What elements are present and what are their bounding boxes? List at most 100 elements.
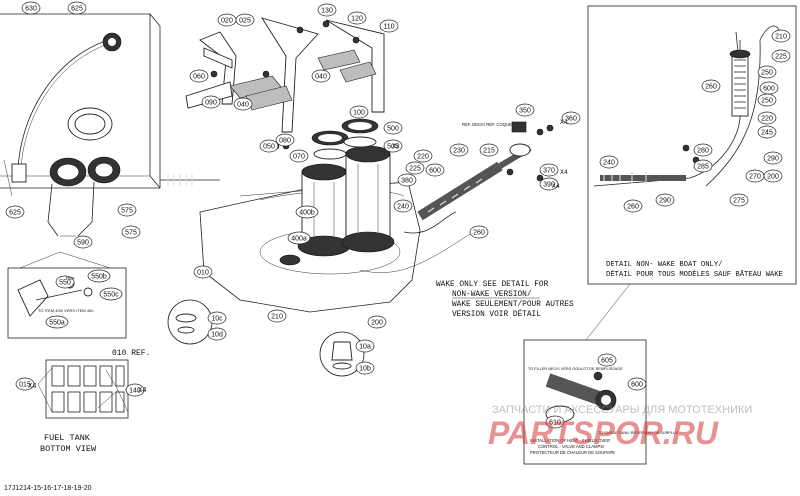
callout-090: 090 (201, 95, 221, 109)
callout-number: 225 (775, 53, 787, 60)
install-heat-line2: CONTROL - VALVE AND CLAMPS/ (538, 444, 605, 449)
callout-200: 200 (367, 315, 387, 329)
callout-number: 600 (429, 167, 441, 174)
callout-bubble (379, 19, 399, 33)
callout-number: 500 (387, 125, 399, 132)
callout-number: 605 (601, 357, 613, 364)
callout-240: 240 (599, 155, 619, 169)
callout-bubble (597, 353, 617, 367)
callout-number: 120 (351, 15, 363, 22)
callout-bubble (15, 377, 35, 391)
callout-350: 350 (515, 103, 535, 117)
callout-number: 240 (397, 203, 409, 210)
callout-505: 505 (383, 139, 403, 153)
callout-number: 240 (603, 159, 615, 166)
callout-bubble (539, 177, 559, 191)
callout-10c: 10c (207, 311, 227, 325)
to-surge-label: TO SURGE TANK/ RÉSERVOIR DE SURPLUS (598, 430, 679, 435)
callout-bubble (5, 205, 25, 219)
callout-575: 575 (121, 225, 141, 239)
detail-nonwake-box (587, 5, 797, 285)
callout-bubble (73, 235, 93, 249)
x4-label-390: X4 (552, 183, 560, 190)
callout-230: 230 (449, 143, 469, 157)
callout-number: 550a (49, 319, 65, 326)
callout-number: 270 (749, 173, 761, 180)
callout-080: 080 (275, 133, 295, 147)
callout-600: 600 (627, 377, 647, 391)
callout-bubble (67, 1, 87, 15)
callout-number: 10b (359, 365, 371, 372)
callout-bubble (383, 121, 403, 135)
callout-110: 110 (379, 19, 399, 33)
callout-250: 250 (757, 93, 777, 107)
callout-number: 360 (565, 115, 577, 122)
x4-label-140: X4 (138, 387, 146, 395)
callout-290: 290 (763, 151, 783, 165)
callout-630: 630 (21, 1, 41, 15)
callout-number: 625 (71, 5, 83, 12)
callout-number: 380 (401, 177, 413, 184)
callout-bubble (469, 225, 489, 239)
callout-550b: 550b (87, 269, 111, 283)
callout-610: 610 (545, 415, 565, 429)
callout-400b: 400b (295, 205, 319, 219)
callout-bubble (367, 315, 387, 329)
callout-number: 590 (77, 239, 89, 246)
callout-number: 245 (761, 129, 773, 136)
callout-390: 390 (539, 177, 559, 191)
callout-550: 550 (55, 275, 75, 289)
callout-625: 625 (67, 1, 87, 15)
callout-number: 10a (359, 343, 371, 350)
callout-225: 225 (405, 161, 425, 175)
callout-bubble (235, 13, 255, 27)
callout-number: 575 (121, 207, 133, 214)
callout-bubble (449, 143, 469, 157)
install-heat-line3: PROTECTEUR DE CHALEUR DE SOUPAPE (530, 450, 615, 455)
callout-bubble (201, 95, 221, 109)
callout-number: 10c (211, 315, 223, 322)
callout-040: 040 (311, 69, 331, 83)
callout-bubble (393, 199, 413, 213)
callout-bubble (189, 69, 209, 83)
callout-bubble (355, 339, 375, 353)
callout-number: 210 (775, 33, 787, 40)
callout-number: 220 (417, 153, 429, 160)
callout-number: 230 (453, 147, 465, 154)
detail-nonwake-line2: DÉTAIL POUR TOUS MODÈLES SAUF BÂTEAU WAK… (606, 270, 783, 279)
callout-bubble (311, 69, 331, 83)
fuel-tank-label: FUEL TANK (44, 433, 91, 443)
callout-010: 010 (193, 265, 213, 279)
callout-290: 290 (655, 193, 675, 207)
callout-number: 040 (315, 73, 327, 80)
callout-bubble (233, 97, 253, 111)
callout-number: 225 (409, 165, 421, 172)
callout-number: 130 (321, 7, 333, 14)
callout-bubble (405, 161, 425, 175)
callout-bubble (771, 29, 791, 43)
callout-number: 215 (483, 147, 495, 154)
ref-550-label: REF (66, 276, 75, 281)
callout-number: 050 (263, 143, 275, 150)
callout-bubble (289, 149, 309, 163)
callout-bubble (545, 415, 565, 429)
callout-bubble (207, 311, 227, 325)
labels: 010 REF. X4 X4 X4 X4 X4 X2 FUEL TANK BOT… (4, 119, 783, 492)
callout-215: 215 (479, 143, 499, 157)
callout-bubble (21, 1, 41, 15)
callout-bubble (413, 149, 433, 163)
callout-number: 015 (19, 381, 31, 388)
callout-575: 575 (117, 203, 137, 217)
callout-number: 630 (25, 5, 37, 12)
callout-bubble (623, 199, 643, 213)
x4-label-370: X4 (560, 169, 568, 176)
callout-bubble (383, 139, 403, 153)
callout-number: 280 (697, 147, 709, 154)
x4-label-015: X4 (28, 383, 36, 391)
to-item-400-label: TO ITEM 400/ VERS ITEM 400 (38, 308, 94, 313)
callout-bubble (757, 111, 777, 125)
callout-number: 600 (763, 85, 775, 92)
ref-010-label: 010 REF. (112, 349, 150, 358)
to-filler-neck-label: TO FILLER NECK/ VERS GOULOT DE REMPLISSA… (528, 367, 623, 371)
brackets (185, 17, 385, 150)
